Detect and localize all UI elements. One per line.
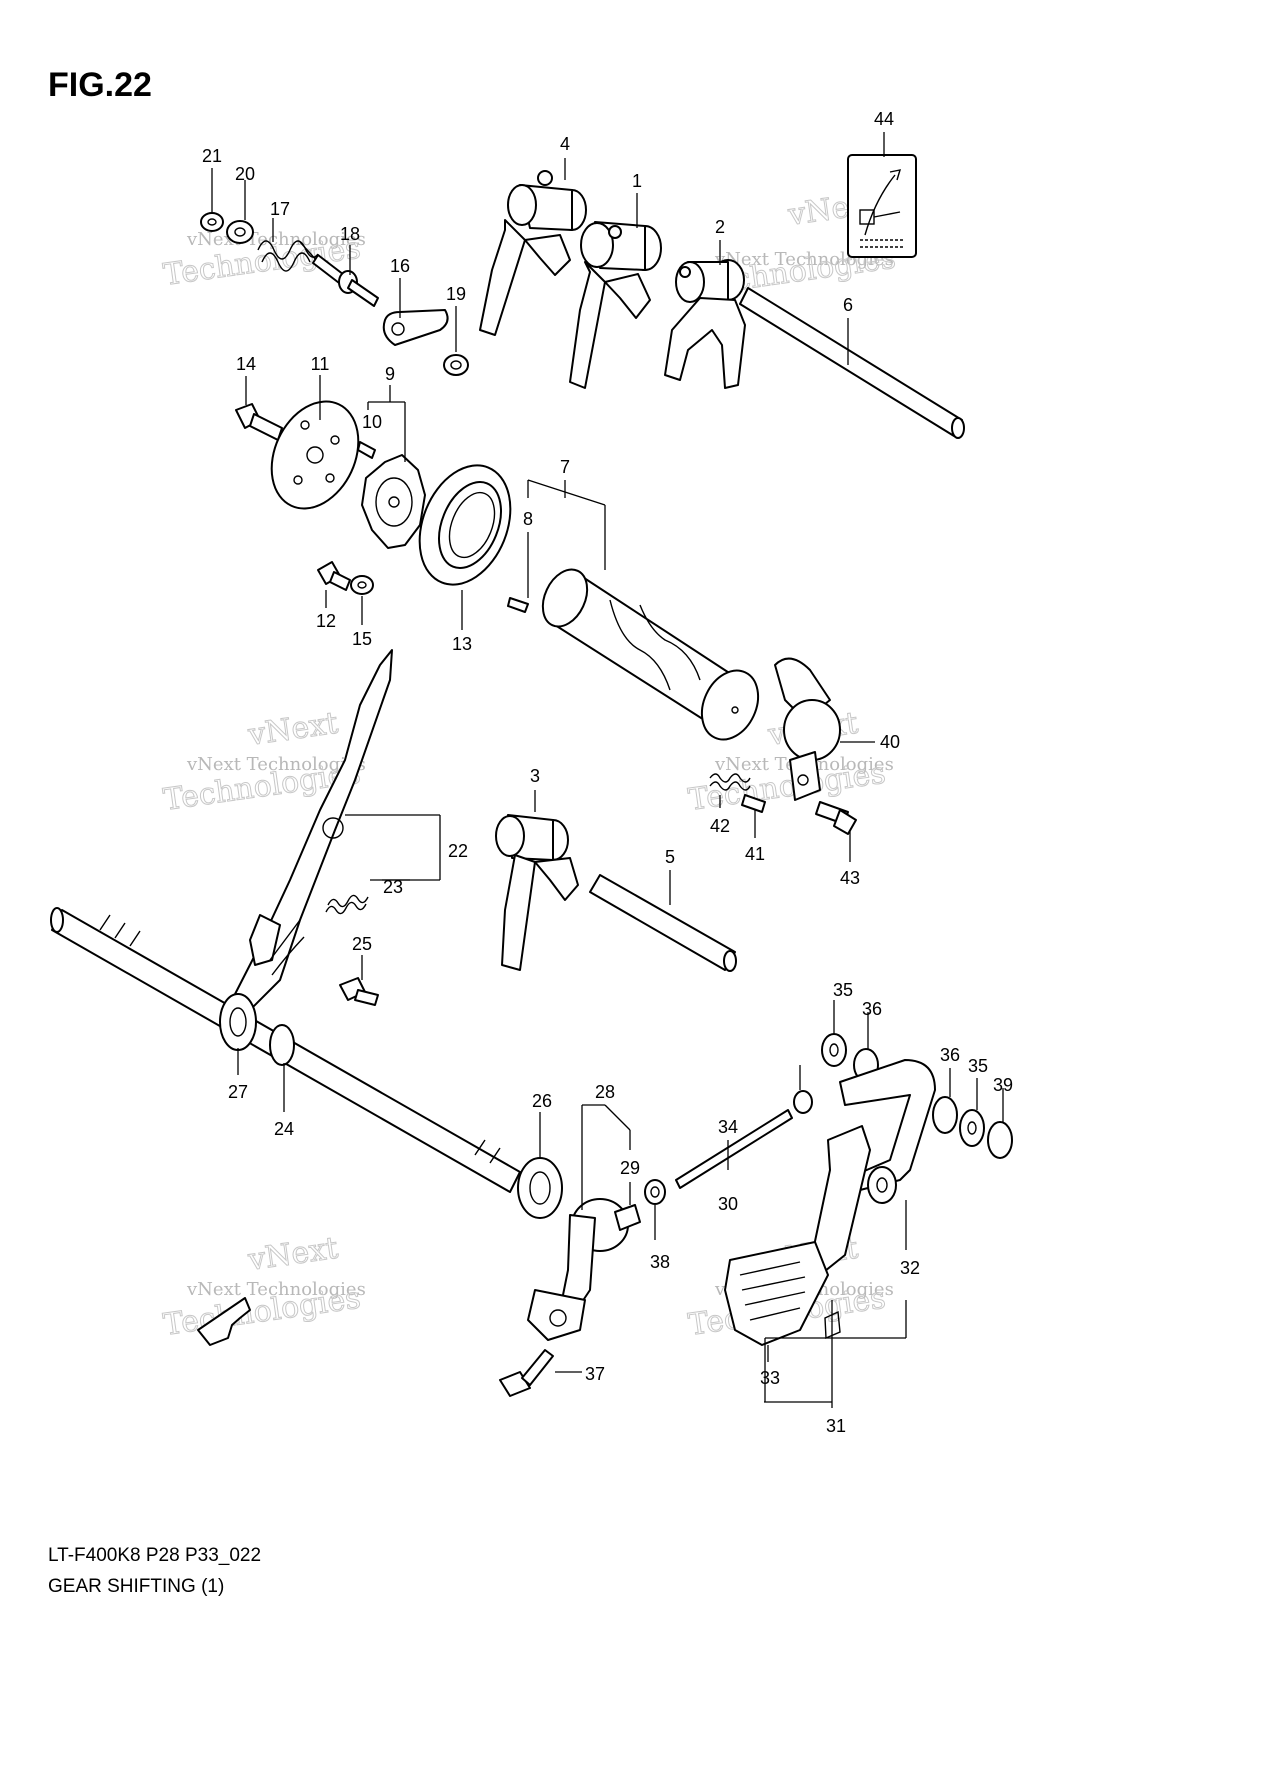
callout-6: 6 (843, 295, 853, 315)
part-39-circlip (987, 1121, 1013, 1159)
callout-37: 37 (585, 1364, 605, 1384)
callout-17: 17 (270, 199, 290, 219)
part-22-gearshift-arm (231, 649, 393, 1011)
part-5-shift-fork-shaft (589, 874, 737, 972)
part-37-bolt (499, 1349, 554, 1397)
callout-19: 19 (446, 284, 466, 304)
part-10-pin (357, 441, 376, 459)
callout-27: 27 (228, 1082, 248, 1102)
part-30-gearshift-link-rod (675, 1109, 793, 1189)
part-32-gearshift-lever (809, 1059, 936, 1276)
callout-33: 33 (760, 1368, 780, 1388)
part-20-washer (226, 220, 254, 244)
model-code: LT-F400K8 P28 P33_022 (48, 1545, 262, 1566)
part-23-spring (325, 894, 369, 915)
callout-16: 16 (390, 256, 410, 276)
callout-18: 18 (340, 224, 360, 244)
part-19-washer (443, 354, 469, 376)
part-36-o-ring (932, 1096, 958, 1134)
callout-15: 15 (352, 629, 372, 649)
part-12-bolt (317, 561, 351, 591)
callout-35: 35 (968, 1056, 988, 1076)
leader-lines (211, 132, 1004, 1408)
front-direction-arrow-icon (197, 1297, 251, 1346)
part-8-pin (507, 597, 529, 613)
part-40-gear-position-switch (774, 657, 841, 801)
watermark-text: vNext Technologies (186, 754, 366, 775)
part-43-bolt (815, 801, 857, 835)
callout-labels: 44 4 1 2 6 21 20 17 18 16 19 14 11 9 10 … (202, 109, 1013, 1436)
part-34-nut (793, 1090, 813, 1114)
callout-7: 7 (560, 457, 570, 477)
callout-32: 32 (900, 1258, 920, 1278)
callout-10: 10 (362, 412, 382, 432)
callout-36: 36 (940, 1045, 960, 1065)
part-1-shift-fork (569, 221, 662, 389)
part-6-shift-fork-shaft (739, 287, 965, 439)
part-38-nut (644, 1179, 666, 1205)
part-3-shift-fork (495, 814, 579, 971)
callout-9: 9 (385, 364, 395, 384)
callout-14: 14 (236, 354, 256, 374)
figure-title: FIG.22 (48, 66, 152, 104)
part-44-label-sticker (847, 154, 917, 258)
part-2-shift-fork (664, 259, 746, 389)
part-7-gearshift-cam (541, 568, 760, 741)
callout-39: 39 (993, 1075, 1013, 1095)
callout-36: 36 (862, 999, 882, 1019)
callout-26: 26 (532, 1091, 552, 1111)
part-13-bearing (418, 464, 512, 586)
part-42-spring (709, 773, 751, 791)
section-name: GEAR SHIFTING (1) (48, 1576, 225, 1597)
callout-40: 40 (880, 732, 900, 752)
part-35-washer (821, 1033, 847, 1067)
callout-12: 12 (316, 611, 336, 631)
callout-22: 22 (448, 841, 468, 861)
callout-1: 1 (632, 171, 642, 191)
callout-34: 34 (718, 1117, 738, 1137)
callout-20: 20 (235, 164, 255, 184)
part-9-cam-stopper (361, 454, 426, 549)
part-25-pin (339, 977, 379, 1006)
part-24-washer (269, 1024, 295, 1066)
callout-4: 4 (560, 134, 570, 154)
part-21-nut (200, 212, 224, 232)
callout-41: 41 (745, 844, 765, 864)
part-15-washer (350, 575, 374, 595)
part-27-oil-seal (219, 993, 257, 1051)
callout-2: 2 (715, 217, 725, 237)
callout-44: 44 (874, 109, 894, 129)
part-26-oil-seal (517, 1157, 563, 1219)
part-29-link-joint (614, 1204, 641, 1231)
part-41-pin (741, 794, 766, 813)
callout-42: 42 (710, 816, 730, 836)
part-4-shift-fork (479, 170, 587, 336)
part-35-washer (959, 1109, 985, 1147)
callout-5: 5 (665, 847, 675, 867)
callout-11: 11 (311, 354, 330, 374)
callout-3: 3 (530, 766, 540, 786)
callout-30: 30 (718, 1194, 738, 1214)
watermark-text: vNext Technologies (186, 1279, 366, 1300)
callout-24: 24 (274, 1119, 294, 1139)
callout-21: 21 (202, 146, 222, 166)
callout-8: 8 (523, 509, 533, 529)
callout-31: 31 (826, 1416, 846, 1436)
callout-23: 23 (383, 877, 403, 897)
watermark-text: vNext (245, 706, 340, 753)
callout-43: 43 (840, 868, 860, 888)
part-16-stopper-plate (382, 309, 449, 346)
callout-35: 35 (833, 980, 853, 1000)
callout-25: 25 (352, 934, 372, 954)
part-14-bolt (235, 403, 283, 441)
part-11-cam-plate (270, 400, 360, 510)
callout-28: 28 (595, 1082, 615, 1102)
watermark-text: vNext (245, 1231, 340, 1278)
part-18-stud-bolt (312, 254, 379, 307)
callout-13: 13 (452, 634, 472, 654)
part-28-gearshift-link-lever (527, 1198, 629, 1341)
callout-29: 29 (620, 1158, 640, 1178)
callout-38: 38 (650, 1252, 670, 1272)
